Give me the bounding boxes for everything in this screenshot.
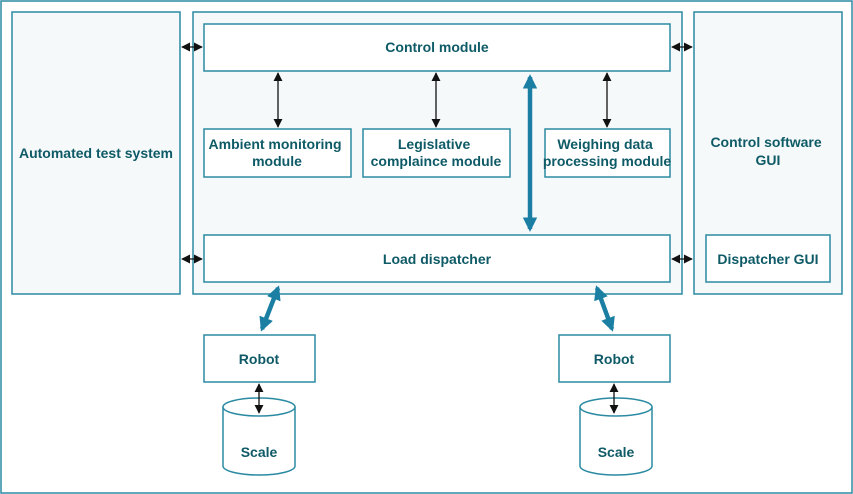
ambient-monitoring-module-label: Ambient monitoring module	[209, 136, 346, 169]
load-dispatcher-box	[203, 234, 671, 283]
automated-test-system-label: Automated test system	[19, 145, 173, 161]
control-module-label: Control module	[385, 39, 489, 55]
legislative-compliance-module-label: Legislative complaince module	[371, 136, 502, 169]
dispatcher-gui-box	[705, 234, 831, 283]
weighing-data-processing-module-label: Weighing data processing module	[543, 136, 672, 169]
scale-right-label: Scale	[598, 444, 635, 460]
arrow-dispatcher-robot-right	[594, 285, 615, 332]
robot-left-label: Robot	[239, 351, 280, 367]
ambient-monitoring-module-box	[203, 128, 352, 178]
weighing-data-line-1: Weighing data	[557, 136, 653, 152]
control-module-box	[203, 23, 671, 72]
arrow-dispatcher-robot-left	[259, 285, 281, 332]
robot-right-box	[558, 334, 671, 383]
weighing-data-processing-module-box	[544, 128, 671, 178]
ambient-monitoring-line-2: module	[252, 153, 302, 169]
legislative-compliance-line-2: complaince module	[371, 153, 502, 169]
robot-right-label: Robot	[594, 351, 635, 367]
weighing-data-line-2: processing module	[543, 153, 672, 169]
dispatcher-gui-label: Dispatcher GUI	[717, 251, 818, 267]
scale-right-cylinder	[579, 397, 653, 476]
control-software-gui-line-2: GUI	[756, 152, 781, 168]
ambient-monitoring-line-1: Ambient monitoring	[209, 136, 342, 152]
control-software-gui-label: Control software GUI	[710, 134, 825, 168]
load-dispatcher-label: Load dispatcher	[383, 251, 492, 267]
legislative-compliance-line-1: Legislative	[398, 136, 471, 152]
scale-left-label: Scale	[241, 444, 278, 460]
legislative-compliance-module-box	[362, 128, 511, 178]
robot-left-box	[203, 334, 316, 383]
control-software-gui-line-1: Control software	[710, 134, 821, 150]
automated-test-system-panel	[11, 11, 181, 295]
